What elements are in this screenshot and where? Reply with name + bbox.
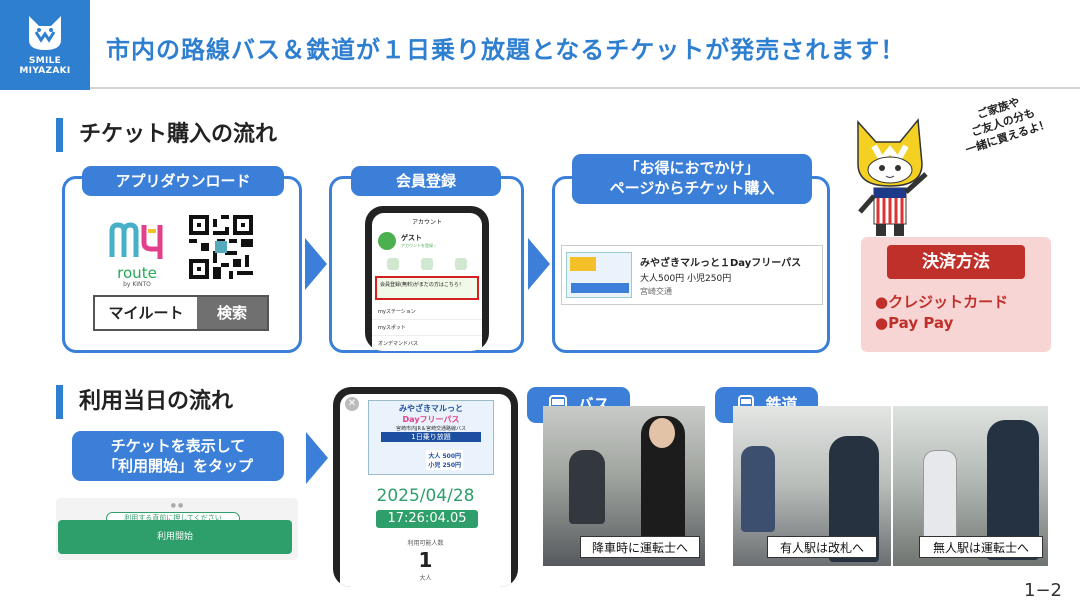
start-panel: ● ● 利用する直前に押してください 利用開始 <box>56 498 298 560</box>
arrow-right-icon <box>528 238 550 290</box>
guest-row[interactable]: ゲスト アカウントを登録 › <box>372 226 482 256</box>
step-registration: アカウント ゲスト アカウントを登録 › 会員登録(無料)がまだの方はこちら！ … <box>329 176 524 353</box>
quick-icon[interactable] <box>421 258 433 270</box>
mascot-speech: ご家族や ご友人の分も 一緒に買えるよ！ <box>930 68 1075 175</box>
payment-title: 決済方法 <box>887 245 1025 279</box>
rail-caption-unstaffed: 無人駅は運転士へ <box>919 536 1043 558</box>
mascot-icon <box>857 118 928 236</box>
smile-miyazaki-logo: SMILE MIYAZAKI <box>0 0 90 90</box>
quick-icon[interactable] <box>455 258 467 270</box>
page-dots: ● ● <box>170 502 184 509</box>
avatar <box>378 232 396 250</box>
step3-label: 「お得におでかけ」 ページからチケット購入 <box>572 154 812 204</box>
count-unit: 大人 <box>419 575 432 582</box>
step3-label-line2: ページからチケット購入 <box>609 179 775 197</box>
app-name: route <box>117 264 157 282</box>
purchase-heading: チケット購入の流れ <box>56 118 277 152</box>
guest-name: ゲスト <box>401 234 422 242</box>
my-route-logo-icon <box>109 222 163 259</box>
quick-icon[interactable] <box>387 258 399 270</box>
close-icon[interactable]: ✕ <box>345 397 359 411</box>
step1-label: アプリダウンロード <box>82 166 284 196</box>
guest-sub: アカウントを登録 › <box>401 243 436 248</box>
usage-heading: 利用当日の流れ <box>56 385 233 419</box>
logo-line1: SMILE <box>28 56 62 66</box>
step-purchase: みやざきマルっと１Dayフリーパス 大人500円 小児250円 宮崎交通 <box>552 176 830 353</box>
mascot-cat-icon <box>29 16 61 50</box>
page-number: 1−2 <box>1024 580 1062 601</box>
phone-ticket-screen: ✕ みやざきマルっと Dayフリーパス 宮崎市内JR＆宮崎交通路線バス 1日乗り… <box>340 394 511 587</box>
pass-free: 1日乗り放題 <box>381 432 481 442</box>
station-staff <box>741 446 775 532</box>
menu-myspot[interactable]: myスポット <box>372 320 482 336</box>
register-banner[interactable]: 会員登録(無料)がまだの方はこちら！ <box>375 276 479 300</box>
phone-registration: アカウント ゲスト アカウントを登録 › 会員登録(無料)がまだの方はこちら！ … <box>365 206 489 351</box>
mascot-character <box>848 116 932 240</box>
app-by: by KINTO <box>123 281 151 288</box>
ticket-operator: 宮崎交通 <box>640 286 672 296</box>
step3-label-line1: 「お得におでかけ」 <box>624 159 760 177</box>
pass-day: Dayフリーパス <box>402 415 460 424</box>
start-button[interactable]: 利用開始 <box>58 520 292 554</box>
arrow-right-icon <box>306 432 328 484</box>
pass-title: みやざきマルっと <box>399 404 463 413</box>
menu-ondemand[interactable]: オンデマンドバス <box>378 341 419 347</box>
qr-code-icon[interactable] <box>189 215 253 279</box>
ticket-name: みやざきマルっと１Dayフリーパス <box>640 257 802 269</box>
step-app-download: route by KINTO マイルート 検索 <box>62 176 302 353</box>
train-driver <box>923 450 957 540</box>
ticket-date: 2025/04/28 <box>376 486 475 506</box>
payment-box: 決済方法 ●クレジットカード ●Pay Pay <box>861 237 1051 352</box>
ticket-thumbnail <box>566 252 632 298</box>
count-label: 利用可能人数 <box>407 540 444 547</box>
phone-registration-screen: アカウント ゲスト アカウントを登録 › 会員登録(無料)がまだの方はこちら！ … <box>372 213 482 351</box>
arrow-right-icon <box>305 238 327 290</box>
pass-line: 宮崎市内JR＆宮崎交通路線バス <box>396 426 466 432</box>
ticket-time: 17:26:04.05 <box>376 510 478 528</box>
count-value: 1 <box>418 548 433 572</box>
search-button[interactable]: 検索 <box>197 297 267 329</box>
step2-label: 会員登録 <box>351 166 501 196</box>
menu-mystation[interactable]: myステーション <box>372 304 482 320</box>
logo-line2: MIYAZAKI <box>19 66 71 76</box>
search-term: マイルート <box>108 304 184 322</box>
payment-credit: ●クレジットカード <box>875 293 1009 311</box>
payment-paypay: ●Pay Pay <box>875 314 954 332</box>
bus-caption: 降車時に運転士へ <box>580 536 700 558</box>
app-search-box: マイルート 検索 <box>93 295 269 331</box>
pass-child: 小児 250円 <box>428 462 461 469</box>
usage-line2: 「利用開始」をタップ <box>102 457 253 475</box>
ticket-card[interactable]: みやざきマルっと１Dayフリーパス 大人500円 小児250円 宮崎交通 <box>561 245 823 305</box>
ticket-price: 大人500円 小児250円 <box>640 273 732 284</box>
bus-driver <box>569 450 605 524</box>
phone-ticket: ✕ みやざきマルっと Dayフリーパス 宮崎市内JR＆宮崎交通路線バス 1日乗り… <box>333 387 518 587</box>
usage-instruction: チケットを表示して 「利用開始」をタップ <box>72 431 284 481</box>
route-app-logo: route by KINTO <box>107 221 167 288</box>
account-screen-title: アカウント <box>411 219 442 226</box>
rail-caption-staffed: 有人駅は改札へ <box>767 536 877 558</box>
pass-adult: 大人 500円 <box>428 453 461 460</box>
quick-icons <box>372 256 482 272</box>
page-title: 市内の路線バス＆鉄道が１日乗り放題となるチケットが発売されます！ <box>106 36 906 64</box>
usage-line1: チケットを表示して <box>110 437 246 455</box>
header-divider <box>90 87 1080 89</box>
pass-image: みやざきマルっと Dayフリーパス 宮崎市内JR＆宮崎交通路線バス 1日乗り放題… <box>368 400 494 475</box>
